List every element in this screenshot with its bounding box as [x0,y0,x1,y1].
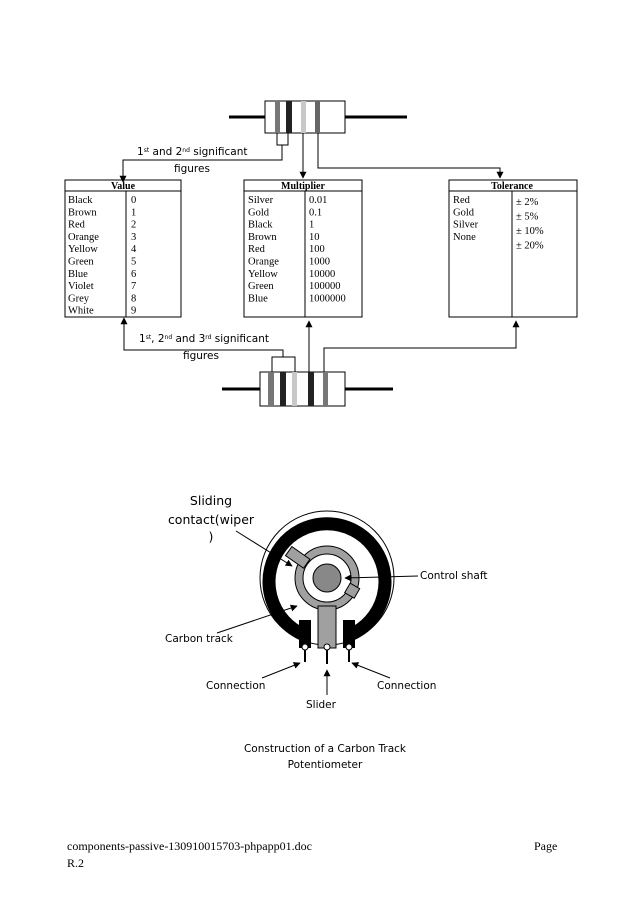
multiplier-color-name: Brown [248,232,277,243]
band-3 [301,101,306,133]
connection-right-label: Connection [377,680,436,692]
tolerance-value: ± 2% [516,197,539,208]
wiper-label-line1: Sliding [190,493,232,508]
wiper-label-line3: ) [209,529,214,544]
value-digit: 0 [131,195,136,206]
multiplier-value: 1000000 [309,293,346,304]
multiplier-color-name: Green [248,281,274,292]
slider-label: Slider [306,699,337,711]
tolerance-value: ± 20% [516,241,544,252]
multiplier-color-name: Yellow [248,269,278,280]
bottom-connector-lines [120,317,520,372]
value-digit: 4 [131,244,137,255]
value-digit: 1 [131,207,136,218]
value-digit: 3 [131,232,136,243]
band-2 [280,372,286,406]
value-color-name: Violet [68,281,94,292]
top-significant-label-line2: figures [174,163,210,175]
value-color-name: Orange [68,232,99,243]
multiplier-color-name: Orange [248,257,279,268]
multiplier-value: 0.1 [309,207,322,218]
wiper-stem [317,605,337,649]
value-color-name: Grey [68,293,90,304]
multiplier-value: 0.01 [309,195,327,206]
value-color-name: Red [68,220,86,231]
pot-labels: Sliding contact(wiper ) Control shaft Ca… [165,493,487,771]
band-2 [286,101,292,133]
value-color-name: Yellow [68,244,98,255]
value-digit: 8 [131,293,136,304]
carbon-track-arc [262,517,392,641]
tolerance-color-name: Gold [453,207,475,218]
band-3 [292,372,297,406]
terminal-left-bar [299,620,311,648]
band-4 [308,372,314,406]
tolerance-color-name: Silver [453,220,479,231]
tolerance-table-title: Tolerance [491,181,533,192]
terminal-right-bar [343,620,355,648]
pins [301,643,353,664]
footer-page-label: Page [534,839,558,853]
multiplier-color-name: Gold [248,207,270,218]
value-digit: 2 [131,220,136,231]
footer-revision: R.2 [67,856,85,870]
four-band-resistor [229,100,407,134]
tolerance-color-name: None [453,232,476,243]
footer-filename-block: components-passive-130910015703-phpapp01… [67,838,367,872]
multiplier-color-name: Blue [248,293,268,304]
caption-line1: Construction of a Carbon Track [244,743,407,755]
tolerance-value: ± 5% [516,212,539,223]
value-digit: 7 [131,281,136,292]
value-table-title: Value [111,181,136,192]
multiplier-value: 1000 [309,257,330,268]
multiplier-color-name: Black [248,220,273,231]
band-1 [268,372,274,406]
pot-pointer-arrows [216,530,419,695]
wiper-label-line2: contact(wiper [168,512,255,527]
value-digit: 5 [131,257,136,268]
value-color-name: Green [68,257,94,268]
multiplier-table: Multiplier SilverGoldBlackBrownRedOrange… [243,179,363,318]
footer-filename: components-passive-130910015703-phpapp01… [67,839,312,853]
value-color-name: Black [68,195,93,206]
band-4 [315,101,320,133]
value-digit: 9 [131,306,136,317]
wiper-tab [343,582,361,599]
tolerance-color-name: Red [453,195,471,206]
control-shaft-label: Control shaft [420,570,487,582]
potentiometer-drawing [259,510,395,664]
resistor-body [259,371,346,407]
band-5 [323,372,328,406]
bottom-significant-label-line2: figures [183,350,219,362]
tolerance-value: ± 10% [516,226,544,237]
value-digit: 6 [131,269,136,280]
value-color-name: Brown [68,207,97,218]
carbon-track-label: Carbon track [165,633,234,645]
value-color-name: Blue [68,269,88,280]
multiplier-value: 1 [309,220,314,231]
top-connector-lines [119,133,504,183]
top-significant-label-line1: 1st and 2nd significant [137,146,247,158]
five-band-resistor [222,371,393,407]
multiplier-value: 10 [309,232,320,243]
multiplier-color-name: Silver [248,195,274,206]
multiplier-color-name: Red [248,244,266,255]
connection-left-label: Connection [206,680,265,692]
multiplier-value: 100 [309,244,325,255]
value-color-name: White [68,306,94,317]
value-table: Value BlackBrownRedOrangeYellowGreenBlue… [64,179,182,318]
band-1 [275,101,280,133]
multiplier-value: 100000 [309,281,341,292]
bottom-significant-label-line1: 1st, 2nd and 3rd significant [139,333,269,345]
wiper-contact-arm [284,545,311,569]
multiplier-table-title: Multiplier [281,181,325,192]
multiplier-value: 10000 [309,269,335,280]
control-shaft [312,563,342,593]
caption-line2: Potentiometer [288,759,363,771]
